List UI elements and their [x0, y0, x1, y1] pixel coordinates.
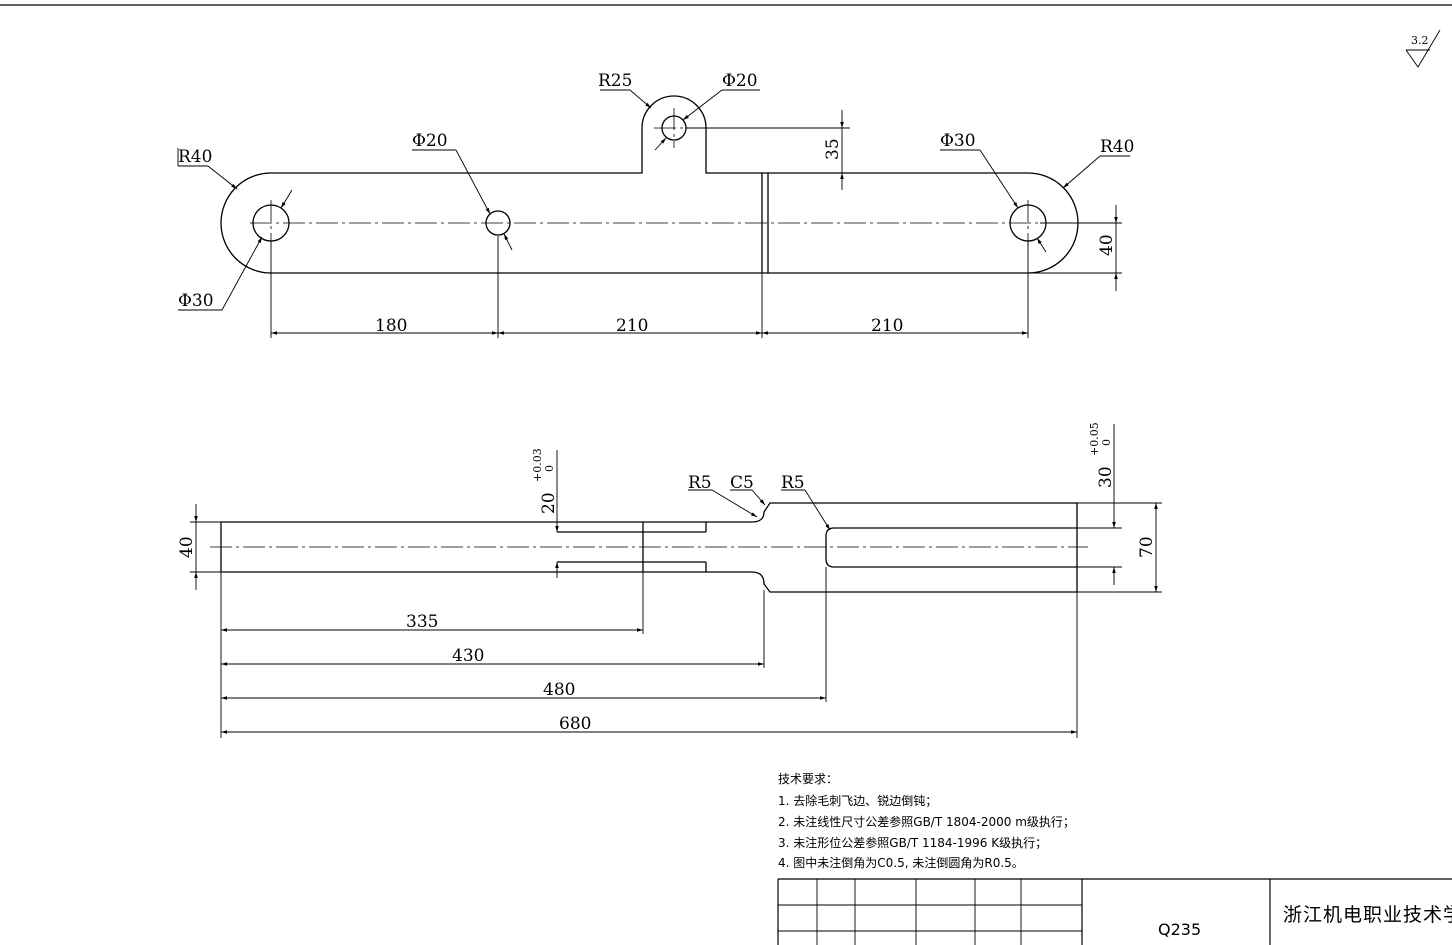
- dim-680: 680: [559, 714, 591, 734]
- dim-40-side: 40: [177, 536, 197, 558]
- side-view-slot: [825, 527, 1077, 568]
- note-1: 1. 去除毛刺飞边、锐边倒钝；: [778, 794, 938, 808]
- roughness-symbol: 3.2: [1405, 29, 1441, 68]
- note-4: 4. 图中未注倒角为C0.5, 未注倒圆角为R0.5。: [778, 856, 1024, 870]
- label-r5-b: R5: [781, 473, 805, 493]
- hole-phi20: [485, 210, 511, 236]
- label-r40-right: R40: [1100, 137, 1134, 157]
- label-phi20-left: Φ20: [412, 131, 448, 151]
- dim-180: 180: [375, 316, 407, 336]
- dim-335: 335: [406, 612, 438, 632]
- tol-20-lower: 0: [543, 465, 556, 472]
- dim-20: 20: [539, 492, 559, 514]
- dim-210-b: 210: [871, 316, 903, 336]
- note-3: 3. 未注形位公差参照GB/T 1184-1996 K级执行；: [778, 836, 1048, 850]
- tol-30-lower: 0: [1100, 439, 1113, 446]
- roughness-value: 3.2: [1411, 34, 1429, 47]
- dim-30: 30: [1096, 466, 1116, 488]
- dim-210-a: 210: [616, 316, 648, 336]
- label-r25: R25: [598, 71, 632, 91]
- label-phi30-left: Φ30: [178, 291, 214, 311]
- notes-title: 技术要求：: [778, 772, 839, 786]
- dim-430: 430: [452, 646, 484, 666]
- note-2: 2. 未注线性尺寸公差参照GB/T 1804-2000 m级执行；: [778, 815, 1075, 829]
- school-name: 浙江机电职业技术学院: [1283, 904, 1452, 926]
- tol-20-upper: +0.03: [531, 448, 544, 482]
- dim-70: 70: [1137, 536, 1157, 558]
- dim-35: 35: [823, 138, 843, 160]
- side-view-outline: [220, 502, 1078, 593]
- material-label: Q235: [1158, 920, 1202, 939]
- dim-480: 480: [543, 680, 575, 700]
- label-r5-a: R5: [688, 473, 712, 493]
- label-phi30-right: Φ30: [940, 131, 976, 151]
- title-block: [777, 878, 1452, 945]
- label-r40-left: R40: [178, 147, 212, 167]
- dim-40-top: 40: [1097, 234, 1117, 256]
- top-view: R25 Φ20 Φ20 Φ30 R40 R40 Φ30: [177, 71, 1134, 338]
- tol-30-upper: +0.05: [1088, 422, 1101, 456]
- label-c5: C5: [730, 473, 754, 493]
- top-view-outline: [220, 95, 1079, 274]
- side-view: R5 C5 R5 20 +0.03 0 30 +0.05 0 70 40: [177, 422, 1162, 738]
- label-phi20-top: Φ20: [722, 71, 758, 91]
